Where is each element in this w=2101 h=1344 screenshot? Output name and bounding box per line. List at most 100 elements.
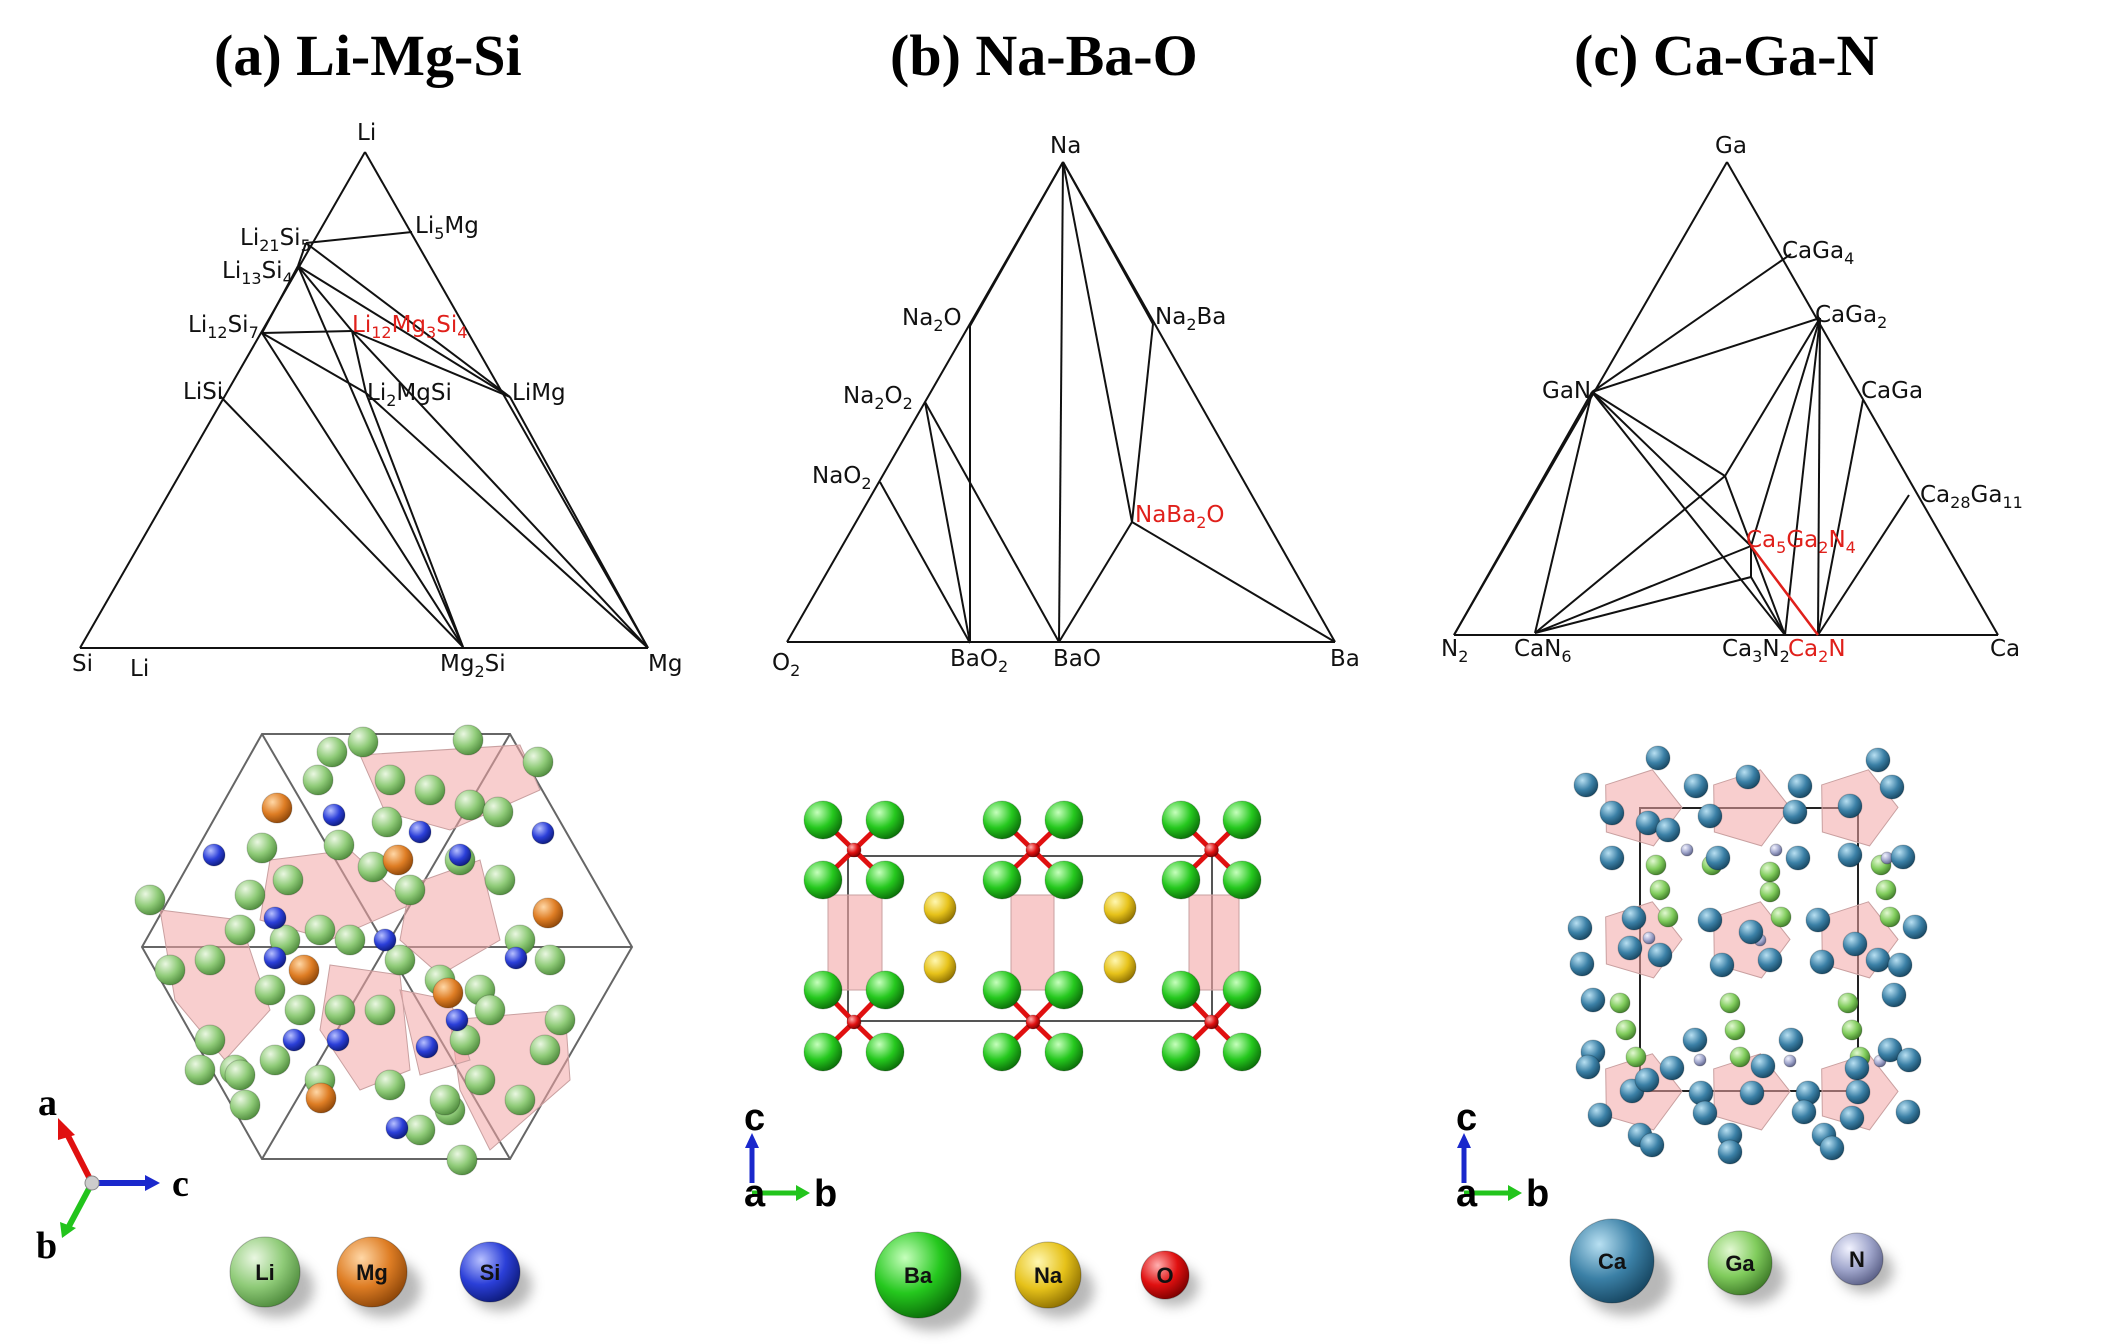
phase-label-n2: N2 [1441,636,1468,666]
tie-line [1724,475,1786,636]
phase-label-naba2o: NaBa2O [1135,502,1224,532]
atom-ga [1615,1019,1637,1041]
atom-li [374,1069,406,1101]
legend-sphere-mg [336,1236,408,1308]
axis-b-label: b [1526,1173,1549,1215]
atom-si [282,1028,306,1052]
phase-label-mg: Mg [648,651,682,677]
atom-ga [1729,1046,1751,1068]
atom-mg [261,792,293,824]
tie-line [1726,161,1999,636]
legend-sphere-ba [874,1231,962,1319]
atom-ga [1625,1046,1647,1068]
axis-b-label: b [36,1225,57,1267]
phase-label-gan: GaN [1542,378,1591,404]
tie-line [1058,161,1064,643]
atom-ca [1573,772,1599,798]
tie-line [261,332,367,394]
legend-label: O [1156,1263,1173,1288]
tie-line [261,332,464,648]
atom-ba [982,970,1022,1010]
atom-li [452,724,484,756]
axis-c-label: c [744,1097,765,1139]
atom-ba [1044,1032,1084,1072]
atom-ba [1161,800,1201,840]
structure-c [1567,745,1928,1165]
legend-label: Li [255,1260,275,1285]
atom-ca [1580,987,1606,1013]
atom-si [322,803,346,827]
tie-line [1131,323,1154,523]
tie-line [219,395,464,648]
axis-c-label: c [172,1163,189,1205]
atom-ca [1842,931,1868,957]
phase-label-si: Si [72,651,93,677]
atom-ga [1759,861,1781,883]
atom-ba [865,970,905,1010]
atom-ba [1222,1032,1262,1072]
atom-li [302,764,334,796]
atom-ca [1634,1067,1660,1093]
atom-ca [1791,1099,1817,1125]
atom-ga [1770,906,1792,928]
legend-sphere-ca [1569,1218,1655,1304]
legend-label: Ba [904,1263,933,1288]
tie-line [351,330,649,649]
tie-line [1750,576,1786,636]
atom-ca [1819,1135,1845,1161]
atom-si [263,906,287,930]
atom-o [1025,1014,1041,1030]
phase-label-nao2: NaO2 [812,463,872,493]
atom-si [385,1116,409,1140]
atom-na [1103,891,1137,925]
phase-label-lisi: LiSi [183,379,223,405]
atom-ca [1655,817,1681,843]
atom-o [1204,1014,1219,1030]
axis-b-head [60,1222,76,1238]
tie-line [1591,391,1752,547]
atom-ca [1709,952,1735,978]
atom-li [246,832,278,864]
panel-c-title: (c) Ca-Ga-N [1574,23,1879,88]
atom-li [484,864,516,896]
atom-n [1769,843,1783,857]
atom-li [272,864,304,896]
atom-ca [1895,1099,1921,1125]
atom-ga [1649,879,1671,901]
phase-label-ba: Ba [1330,646,1360,672]
atom-ca [1844,1055,1870,1081]
phase-label-ca3n2: Ca3N2 [1722,636,1790,666]
crystal-structures [134,724,1928,1176]
atom-li [334,924,366,956]
tie-line [351,330,511,398]
tie-line [1591,253,1792,393]
phase-label-limg: LiMg [512,380,566,406]
atom-ba [1044,970,1084,1010]
phase-label-ga: Ga [1715,133,1747,159]
panel-a-title: (a) Li-Mg-Si [214,23,522,88]
atom-ca [1621,905,1647,931]
legend-label: Mg [356,1260,388,1285]
phase-label-ca5ga2n4: Ca5Ga2N4 [1746,527,1856,557]
phase-label-ca28ga11: Ca28Ga11 [1920,482,2023,512]
atom-ca [1778,1027,1804,1053]
axis-a-arrow [61,1126,95,1185]
atom-n [1693,1053,1707,1067]
atom-mg [288,954,320,986]
atom-li [429,1084,461,1116]
coordination-polyhedron [1010,894,1055,991]
phase-label-ca2n: Ca2N [1788,636,1846,666]
atom-si [445,1008,469,1032]
legend-sphere-li [229,1236,301,1308]
phase-label-li12si7: Li12Si7 [188,312,259,342]
axis-origin [84,1175,100,1191]
atom-ga [1719,992,1741,1014]
atom-ga [1841,1019,1863,1041]
